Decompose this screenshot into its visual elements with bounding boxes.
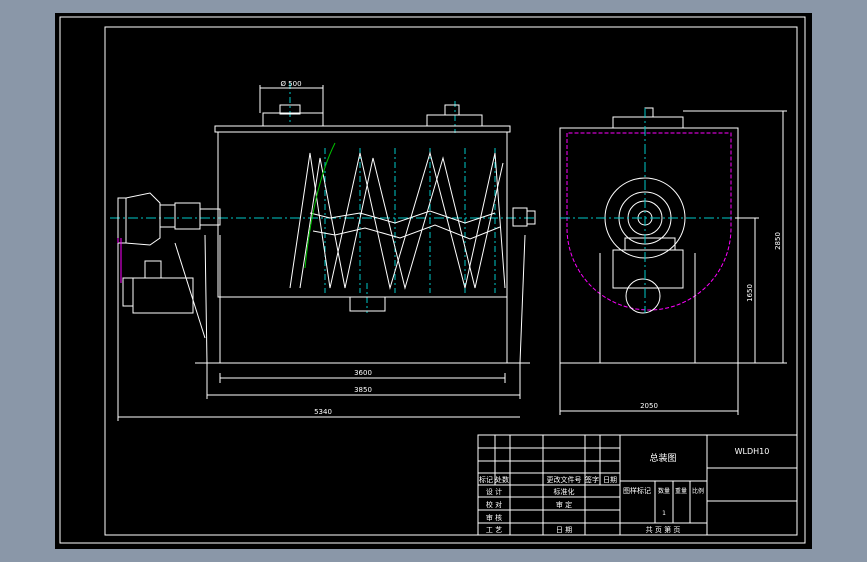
cad-drawing: Ø 500 3600 3850 5340 2050 2850 1650 [59, 16, 806, 544]
title-block-text: 总装图 WLDH10 标记 处数 更改文件号 签字 日期 设 计 校 对 审 核… [479, 447, 769, 534]
label-qty: 数量 [658, 487, 670, 495]
label-approve: 审 定 [556, 500, 572, 509]
title-block [477, 434, 798, 536]
drive-unit [117, 192, 221, 339]
label-date: 日 期 [556, 526, 572, 534]
label-design: 设 计 [486, 487, 502, 496]
rev-count: 处数 [495, 475, 509, 484]
drawing-title: 总装图 [649, 452, 676, 464]
rev-doc: 更改文件号 [547, 475, 582, 484]
side-frame [559, 127, 739, 364]
side-dimensions [559, 110, 787, 415]
drawing-code: WLDH10 [735, 447, 770, 456]
trough-hidden [566, 132, 732, 311]
inner-border [104, 26, 798, 536]
side-view [559, 107, 739, 364]
label-check: 校 对 [486, 500, 502, 509]
rev-sign: 签字 [585, 475, 599, 484]
ribbon-agitator [289, 142, 506, 290]
label-stage: 图样标记 [623, 486, 651, 495]
dim-side-width-label: 2050 [640, 402, 658, 410]
rev-mark: 标记 [479, 475, 493, 484]
rev-date: 日期 [603, 476, 617, 484]
sheets-label: 共 页 第 页 [646, 525, 681, 534]
label-standardization: 标准化 [554, 487, 575, 496]
dim-inner-label: 3600 [354, 369, 372, 377]
dim-side-height-b-label: 1650 [746, 284, 754, 302]
tank-body [217, 131, 508, 298]
discharge-circle [625, 278, 661, 314]
label-process: 工 艺 [486, 526, 502, 534]
discharge-valve [349, 296, 386, 312]
dim-flange-label: Ø 500 [280, 80, 301, 88]
label-scale: 比例 [692, 487, 704, 495]
tank-cover [214, 125, 511, 133]
front-dimensions [117, 85, 521, 421]
label-review: 审 核 [486, 513, 502, 522]
front-view [110, 83, 536, 364]
outer-border [59, 16, 806, 544]
dim-overall-label: 5340 [314, 408, 332, 416]
dim-side-height-a-label: 2850 [774, 232, 782, 250]
dim-outer-label: 3850 [354, 386, 372, 394]
drawing-sheet: Ø 500 3600 3850 5340 2050 2850 1650 [55, 13, 812, 549]
label-weight: 重量 [675, 487, 687, 495]
qty-value: 1 [662, 510, 666, 517]
leg-right [506, 234, 526, 364]
